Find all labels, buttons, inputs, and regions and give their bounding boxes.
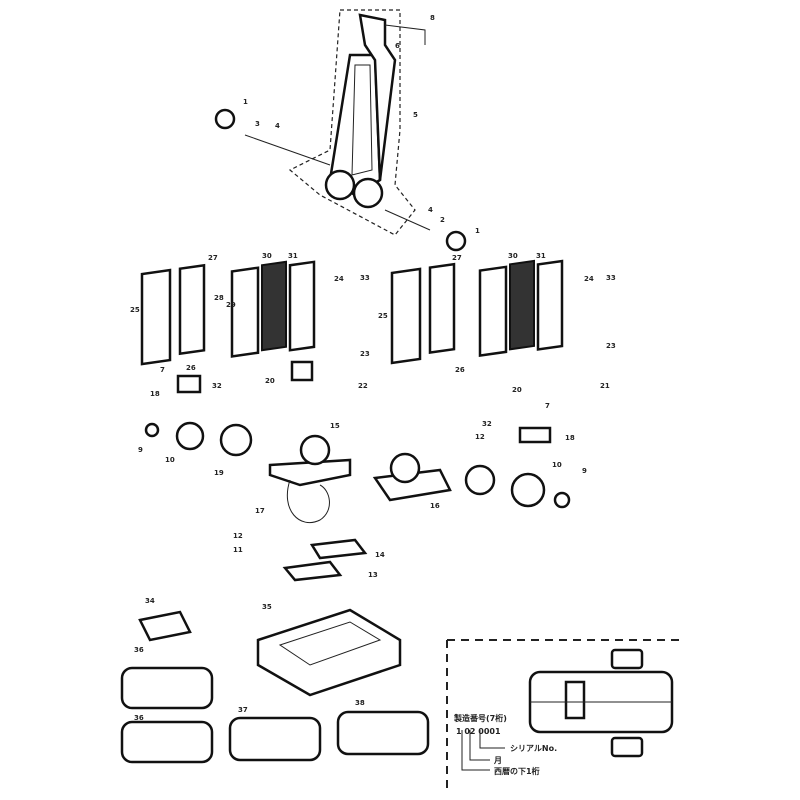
- part-number-label: 30: [508, 252, 518, 260]
- part-number-label: 12: [233, 532, 243, 540]
- year-label: 西暦の下1桁: [494, 766, 540, 776]
- part-number-label: 32: [482, 420, 492, 428]
- part-number-label: 28: [214, 294, 224, 302]
- accessories: [120, 608, 430, 764]
- part-number-label: 33: [360, 274, 370, 282]
- part-number-label: 1: [243, 98, 248, 106]
- part-number-label: 7: [160, 366, 165, 374]
- part-number-label: 21: [600, 382, 610, 390]
- part-number-label: 31: [536, 252, 546, 260]
- part-number-label: 18: [150, 390, 160, 398]
- part-number-label: 32: [212, 382, 222, 390]
- part-number-label: 7: [545, 402, 550, 410]
- part-number-label: 17: [255, 507, 265, 515]
- part-number-label: 9: [582, 467, 587, 475]
- part-number-label: 20: [265, 377, 275, 385]
- part-number-label: 23: [360, 350, 370, 358]
- part-number-label: 6: [395, 42, 400, 50]
- left-case-assembly: [140, 260, 368, 582]
- part-number-label: 38: [355, 699, 365, 707]
- part-number-label: 12: [475, 433, 485, 441]
- part-number-label: 26: [186, 364, 196, 372]
- part-number-label: 19: [214, 469, 224, 477]
- right-case-assembly: [372, 259, 571, 509]
- part-number-labels: 1123445677899101011121213141516171818192…: [130, 14, 616, 722]
- part-number-label: 24: [334, 275, 344, 283]
- part-number-label: 8: [430, 14, 435, 22]
- part-number-label: 36: [134, 646, 144, 654]
- part-number-label: 11: [233, 546, 243, 554]
- part-number-label: 29: [226, 301, 236, 309]
- serial-legend-title: 製造番号(7桁): [453, 713, 507, 723]
- part-number-label: 2: [440, 216, 445, 224]
- part-number-label: 26: [455, 366, 465, 374]
- part-number-label: 18: [565, 434, 575, 442]
- part-number-label: 35: [262, 603, 272, 611]
- part-number-label: 16: [430, 502, 440, 510]
- serial-label: シリアルNo.: [510, 744, 557, 753]
- serial-number-legend: 製造番号(7桁) 1 02 0001 シリアルNo. 月 西暦の下1桁: [446, 639, 680, 790]
- part-number-label: 9: [138, 446, 143, 454]
- part-number-label: 36: [134, 714, 144, 722]
- serial-example: 1 02 0001: [456, 727, 501, 736]
- part-number-label: 25: [378, 312, 388, 320]
- handle-assembly: [214, 9, 467, 252]
- part-number-label: 31: [288, 252, 298, 260]
- month-label: 月: [493, 756, 502, 765]
- part-number-label: 15: [330, 422, 340, 430]
- part-number-label: 30: [262, 252, 272, 260]
- part-number-label: 4: [428, 206, 433, 214]
- part-number-label: 5: [413, 111, 418, 119]
- part-number-label: 24: [584, 275, 594, 283]
- part-number-label: 37: [238, 706, 248, 714]
- part-number-label: 10: [552, 461, 562, 469]
- part-number-label: 27: [452, 254, 462, 262]
- part-number-label: 4: [275, 122, 280, 130]
- part-number-label: 27: [208, 254, 218, 262]
- part-number-label: 33: [606, 274, 616, 282]
- part-number-label: 3: [255, 120, 260, 128]
- part-number-label: 25: [130, 306, 140, 314]
- part-number-label: 10: [165, 456, 175, 464]
- part-number-label: 1: [475, 227, 480, 235]
- part-number-label: 13: [368, 571, 378, 579]
- part-number-label: 14: [375, 551, 385, 559]
- part-number-label: 20: [512, 386, 522, 394]
- part-number-label: 23: [606, 342, 616, 350]
- part-number-label: 34: [145, 597, 155, 605]
- part-number-label: 22: [358, 382, 368, 390]
